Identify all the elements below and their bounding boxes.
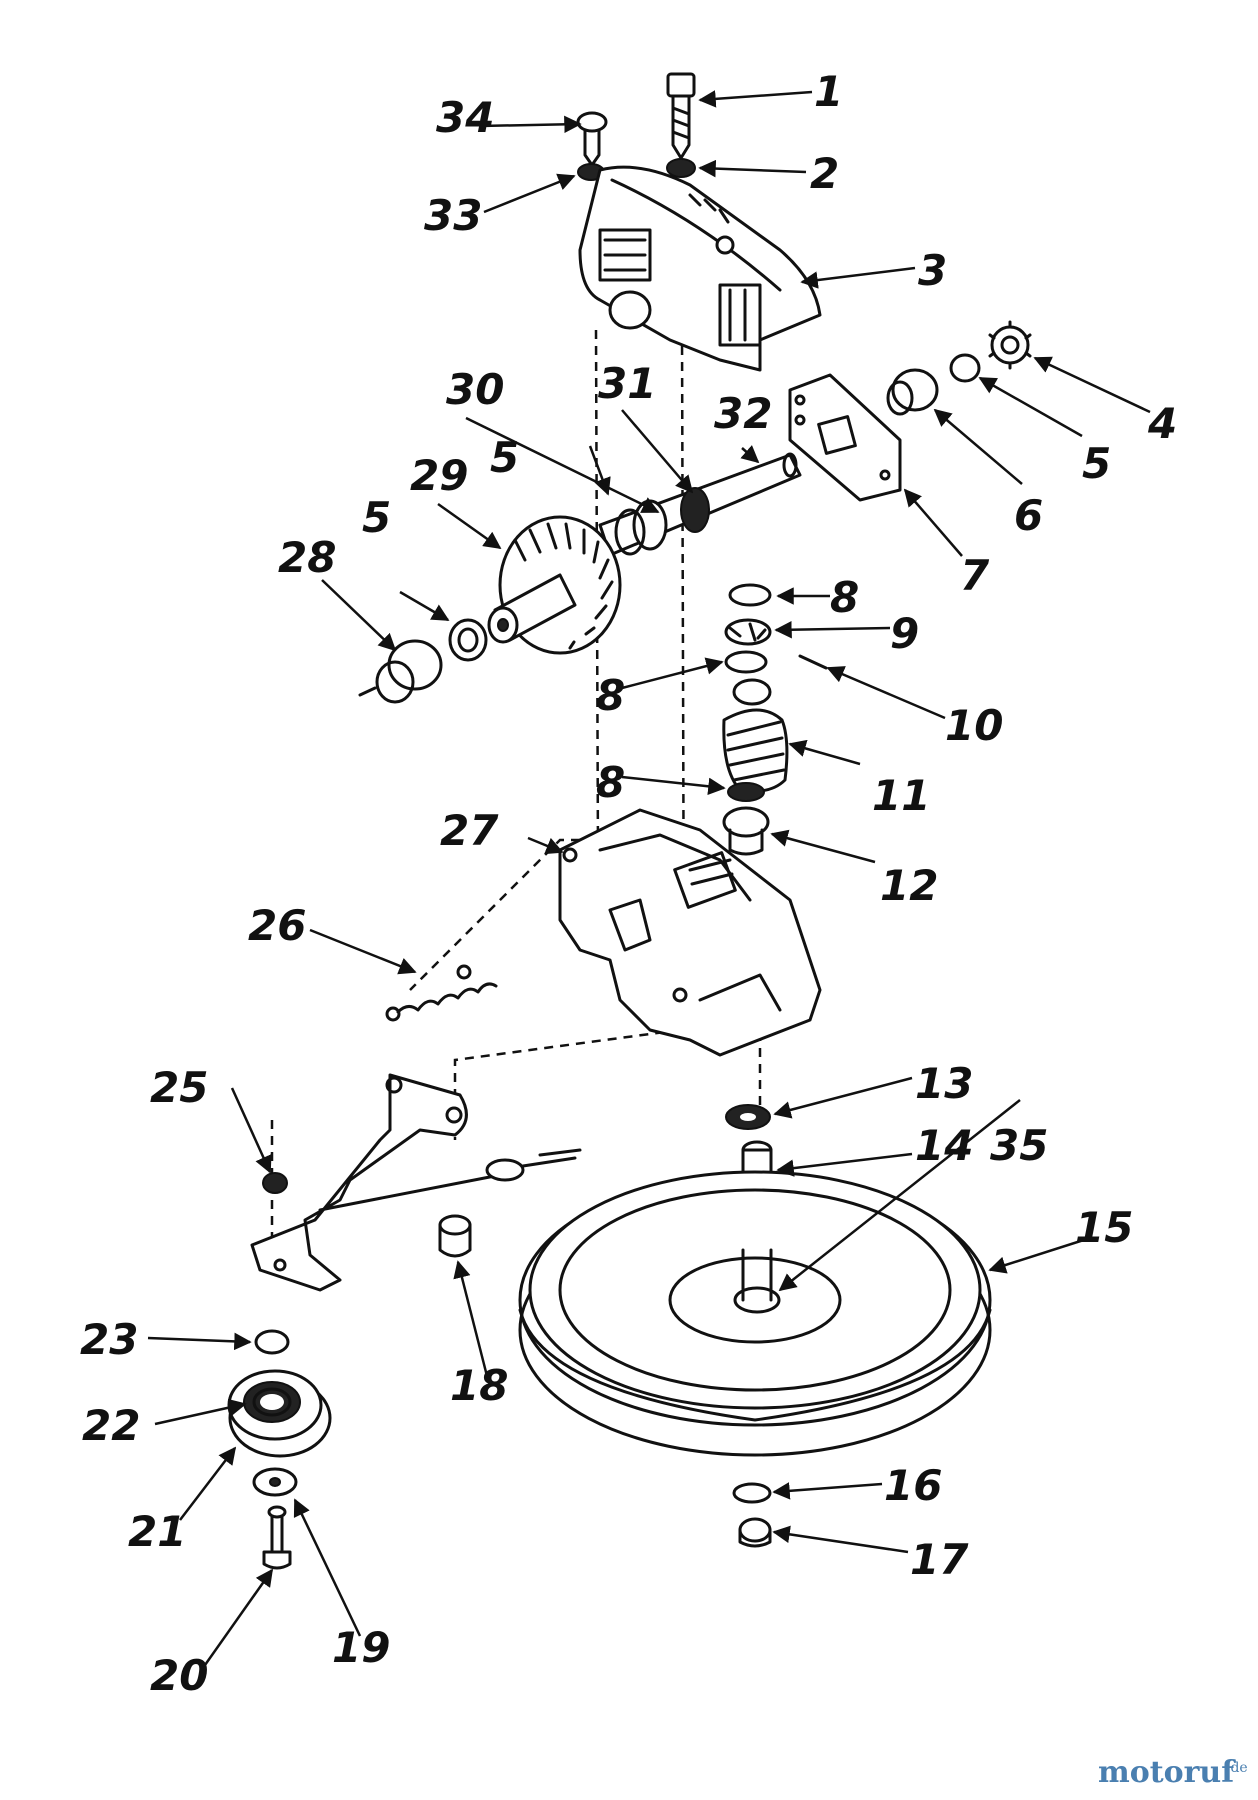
callout-label: 5: [490, 433, 519, 482]
callout-label: 22: [82, 1401, 140, 1450]
callout-label: 16: [884, 1461, 942, 1510]
washer-part: [252, 1467, 298, 1497]
callout-label: 17: [910, 1535, 969, 1584]
callout-label: 6: [1014, 491, 1043, 540]
bushing-part: [358, 639, 443, 704]
callout-label: 28: [278, 533, 336, 582]
callout-label: 25: [150, 1063, 208, 1112]
pin-part: [798, 654, 828, 670]
bolt-part: [262, 1505, 292, 1570]
pulley-part: [518, 1170, 992, 1457]
callout-label: 1: [814, 67, 843, 116]
callout-label: 14: [915, 1121, 973, 1170]
callout-label: 9: [890, 609, 919, 658]
callout-label: 8: [830, 573, 859, 622]
shift-lever-part: [250, 1073, 582, 1292]
callout-label: 7: [960, 551, 990, 600]
callout-label: 27: [440, 806, 499, 855]
callout-label: 4: [1147, 399, 1177, 448]
washer-part: [448, 618, 488, 662]
gear-collar-part: [680, 487, 710, 533]
bushing-part: [722, 806, 770, 856]
bearing-part: [724, 618, 772, 646]
callout-label: 2: [810, 149, 839, 198]
callout-label: 31: [598, 359, 656, 408]
callout-label: 33: [424, 191, 482, 240]
callout-label: 5: [362, 493, 391, 542]
nut-part: [262, 1172, 288, 1194]
mounting-plate-part: [788, 373, 902, 502]
callout-label: 3: [918, 246, 947, 295]
callout-label: 26: [248, 901, 306, 950]
worm-gear-part: [722, 678, 789, 793]
watermark-suffix: .de: [1226, 1760, 1248, 1776]
helical-gear-part: [487, 515, 622, 655]
nut-part: [438, 1214, 472, 1258]
bolt-part: [666, 72, 696, 160]
callout-label: 19: [332, 1623, 390, 1672]
callout-label: 32: [714, 389, 772, 438]
callout-label: 8: [596, 671, 625, 720]
callout-label: 21: [128, 1507, 186, 1556]
idler-pulley-part: [227, 1369, 332, 1458]
bushing-part: [886, 368, 939, 416]
lower-housing-part: [558, 808, 822, 1057]
watermark-brand: motoruf: [1098, 1755, 1236, 1790]
callout-labels: 1 2 3 4 5 6 7 8 9 10 8 11 8 12 27 26 13 …: [80, 67, 1177, 1700]
washer-part: [732, 1482, 772, 1504]
bearing-part: [725, 1104, 771, 1130]
callout-label: 18: [450, 1361, 508, 1410]
upper-housing-part: [578, 165, 822, 372]
washer-part: [254, 1329, 290, 1355]
leader-lines: [147, 90, 1151, 1666]
washer-part: [949, 353, 981, 383]
site-watermark: motoruf .de: [1098, 1755, 1248, 1790]
callout-label: 10: [945, 701, 1003, 750]
clip-part: [728, 583, 772, 607]
nut-part: [738, 1517, 772, 1548]
spring-part: [385, 964, 498, 1022]
sprocket-part: [988, 320, 1032, 370]
callout-label: 12: [880, 861, 938, 910]
callout-label: 11: [872, 771, 930, 820]
callout-label: 8: [596, 758, 625, 807]
callout-label: 35: [990, 1121, 1048, 1170]
washer-part: [666, 158, 696, 178]
callout-label: 20: [150, 1651, 208, 1700]
callout-label: 13: [915, 1059, 973, 1108]
callout-label: 30: [446, 365, 504, 414]
washer-part: [724, 650, 768, 674]
callout-label: 15: [1075, 1203, 1133, 1252]
screw-part: [576, 111, 608, 167]
washer-part: [727, 782, 765, 802]
callout-label: 23: [80, 1315, 138, 1364]
callout-label: 29: [410, 451, 468, 500]
callout-label: 5: [1082, 439, 1111, 488]
callout-label: 34: [436, 93, 494, 142]
